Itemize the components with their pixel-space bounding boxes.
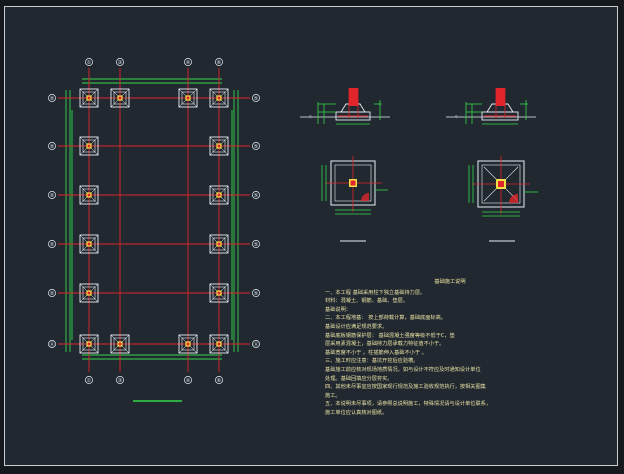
footing <box>178 88 198 108</box>
notes-line: 基础施工前应核对现场地质情况，如与设计不符应及时通知设计单位 <box>325 366 481 373</box>
footing <box>79 136 99 156</box>
axis-label: ⑤ <box>50 96 54 102</box>
plan-grid-lines <box>58 68 250 372</box>
axis-label: ⑤ <box>254 96 258 102</box>
axis-label: ⑥ <box>217 60 222 66</box>
footing <box>79 283 99 303</box>
notes-line: 五、本说明未尽事项，请参照总说明施工，特殊情况请与设计单位联系， <box>325 401 492 408</box>
footing <box>209 283 229 303</box>
axis-label: Ⓐ <box>49 341 54 348</box>
axis-labels-bottom: ① ③ ④ ⑥ <box>85 376 223 384</box>
axis-label: ⑤ <box>254 193 258 199</box>
footing <box>178 334 198 354</box>
axis-label: ① <box>87 378 92 384</box>
notes-line: 基础底板钢筋保护层： 基础混凝土强度等级不低于C，垫 <box>325 332 455 339</box>
footing <box>79 334 99 354</box>
axis-label: ⑤ <box>254 291 258 297</box>
detail-1: ▽ <box>300 88 390 242</box>
footing <box>209 234 229 254</box>
detail-2: ▽ <box>446 88 538 242</box>
notes-line: 二、本工程地基： 按上部荷载计算，基础底面标高。 <box>325 315 446 322</box>
detail-2-section: ▽ <box>446 88 536 125</box>
axis-label: ⑥ <box>217 378 222 384</box>
detail-1-plan <box>321 156 388 242</box>
axis-labels-top: ① ③ ④ ⑥ <box>85 58 223 66</box>
footing <box>79 185 99 205</box>
svg-text:▽: ▽ <box>309 115 312 119</box>
footing <box>209 334 229 354</box>
detail-1-section: ▽ <box>300 88 390 125</box>
notes-line: 层采用素混凝土，基础持力层承载力特征值不小于。 <box>325 341 445 348</box>
notes-line: 基础宽度不小于 。柱插筋伸入基础不小于 。 <box>325 349 427 356</box>
axis-label: ⑤ <box>50 144 54 150</box>
footing <box>209 185 229 205</box>
axis-label: Ⓐ <box>253 341 258 348</box>
notes-line: 基础设计应满足规范要求。 <box>325 323 388 330</box>
axis-labels-right: ⑤ ⑤ ⑤ ⑤ ⑤ Ⓐ <box>252 94 260 348</box>
footing <box>79 88 99 108</box>
axis-labels-left: ⑤ ⑤ ⑤ ⑤ ⑤ Ⓐ <box>48 94 56 348</box>
axis-label: ④ <box>186 60 191 66</box>
footing <box>110 334 130 354</box>
footing <box>209 88 229 108</box>
axis-label: ⑤ <box>50 291 54 297</box>
notes-line: 基础说明： <box>325 306 351 313</box>
axis-label: ⑤ <box>254 144 258 150</box>
foundation-plan: ① ③ ④ ⑥ ① ③ ④ ⑥ ⑤ ⑤ <box>48 58 260 402</box>
axis-label: ④ <box>186 378 191 384</box>
svg-text:▽: ▽ <box>455 115 458 119</box>
notes-line: 处理。基础回填应分层夯实。 <box>325 375 393 382</box>
axis-label: ⑤ <box>50 193 54 199</box>
notes-line: 三、施工时应注意：基坑开挖后应验槽。 <box>325 358 419 365</box>
notes-title: 基础施工说明 <box>434 279 466 285</box>
notes-line: 材料：混凝土、钢筋、基础、垫层。 <box>325 298 409 305</box>
footing <box>110 88 130 108</box>
notes-line: 四、其他未尽事宜应按国家现行规范及施工验收规范执行，按相关图集 <box>325 384 486 391</box>
axis-label: ③ <box>118 378 122 384</box>
notes-line: 施工。 <box>325 392 341 399</box>
axis-label: ③ <box>118 60 122 66</box>
detail-2-plan <box>468 156 538 242</box>
axis-label: ⑤ <box>254 242 258 248</box>
axis-label: ⑤ <box>50 242 54 248</box>
footing <box>209 136 229 156</box>
axis-label: ① <box>87 60 92 66</box>
footing <box>79 234 99 254</box>
construction-notes: 基础施工说明 一、本工程 基础采用柱下独立基础持力层。 材料：混凝土、钢筋、基础… <box>325 278 575 418</box>
footings <box>79 88 229 354</box>
notes-line: 一、本工程 基础采用柱下独立基础持力层。 <box>325 289 426 296</box>
notes-line: 施工单位应认真核对图纸。 <box>325 409 388 416</box>
